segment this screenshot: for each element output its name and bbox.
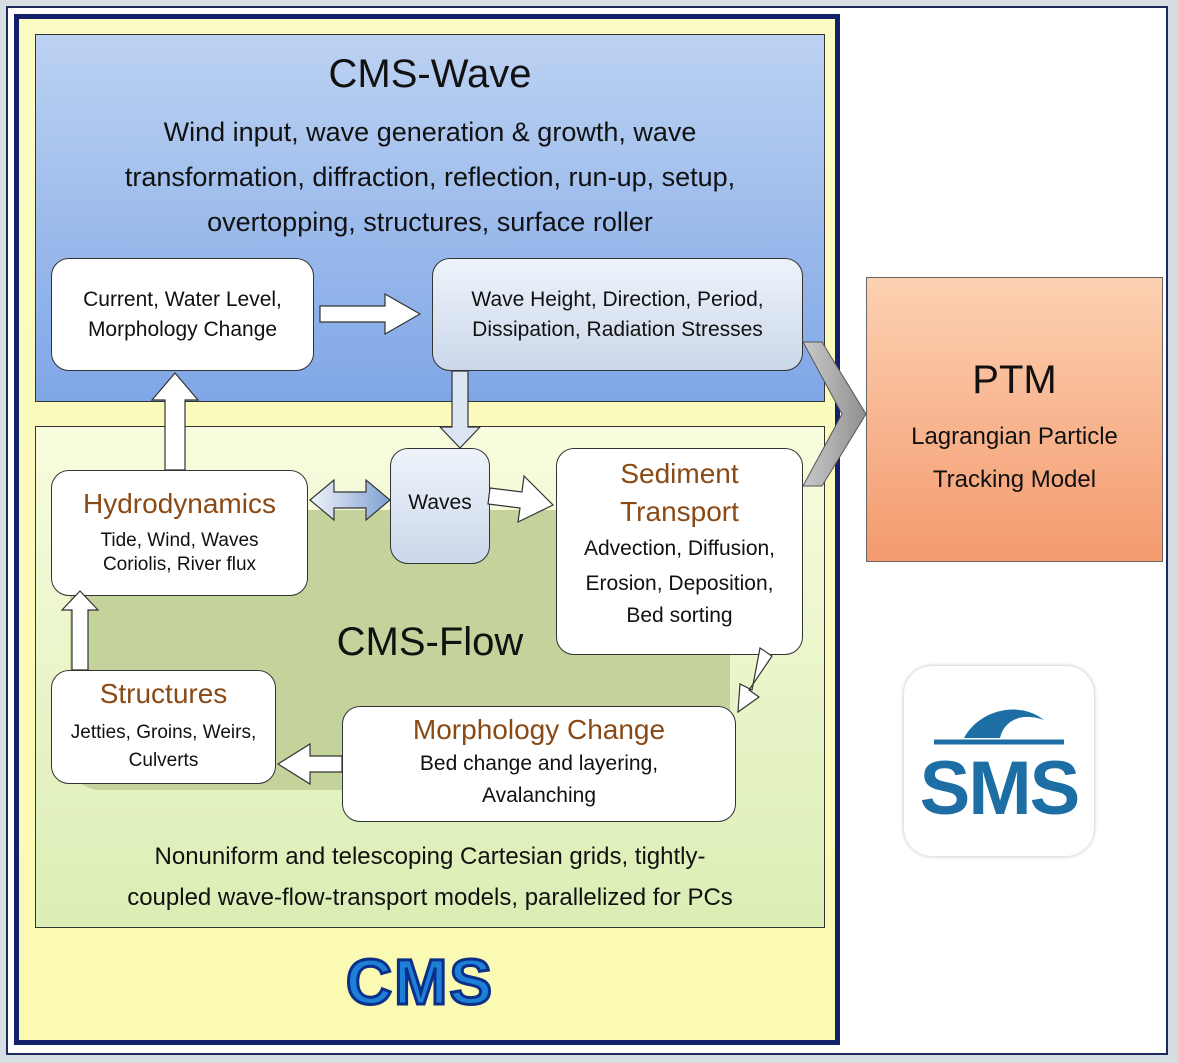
sediment-title-line1: Sediment [620,458,739,489]
arrow-waves-to-sediment [487,474,555,524]
structures-line2: Culverts [128,750,199,771]
waves-title: Waves [408,491,472,514]
structures-box: Structures Jetties, Groins, Weirs, Culve… [51,670,276,784]
morphology-change-box: Morphology Change Bed change and layerin… [342,706,736,822]
sms-logo [904,666,1094,856]
hydrodynamics-title: Hydrodynamics [83,488,276,519]
sms-logo-text: SMS [919,746,1081,831]
sediment-title-line2: Transport [620,496,739,527]
cms-flow-footer-line2: coupled wave-flow-transport models, para… [127,884,733,911]
sediment-transport-box: Sediment Transport Advection, Diffusion,… [556,448,803,655]
morphology-line2: Avalanching [481,784,597,807]
sediment-line2: Erosion, Deposition, [585,572,774,595]
ptm-title: PTM [972,358,1057,402]
wave-output-line1: Wave Height, Direction, Period, [471,288,764,311]
cms-wave-desc-line3: overtopping, structures, surface roller [207,207,653,237]
arrow-input-to-output [319,292,422,336]
cms-label: CMS [344,945,495,1020]
hydrodynamics-box: Hydrodynamics Tide, Wind, Waves Coriolis… [51,470,308,596]
wave-output-line2: Dissipation, Radiation Stresses [472,318,763,341]
sediment-line1: Advection, Diffusion, [583,537,776,560]
cms-wave-desc-line1: Wind input, wave generation & growth, wa… [163,117,697,147]
arrow-structures-to-hydro [60,590,100,671]
arrow-hydro-to-input [150,372,200,471]
morphology-title: Morphology Change [412,714,666,745]
wave-input-line1: Current, Water Level, [83,288,282,311]
wave-input-line2: Morphology Change [87,318,278,341]
structures-line1: Jetties, Groins, Weirs, [70,722,257,743]
hydrodynamics-line1: Tide, Wind, Waves [100,530,259,551]
cms-wave-title: CMS-Wave [328,52,532,96]
cms-flow-title: CMS-Flow [336,620,524,664]
waves-box: Waves [390,448,490,564]
wave-output-box: Wave Height, Direction, Period, Dissipat… [432,258,803,371]
cms-flow-footer-line1: Nonuniform and telescoping Cartesian gri… [154,843,706,870]
ptm-line2: Tracking Model [932,466,1097,493]
wave-input-box: Current, Water Level, Morphology Change [51,258,314,371]
arrow-hydro-waves [309,478,391,522]
morphology-line1: Bed change and layering, [419,752,659,775]
arrow-output-to-waves [438,370,482,449]
arrow-morphology-to-structures [276,742,343,786]
sediment-line3: Bed sorting [626,604,733,627]
cms-wave-desc-line2: transformation, diffraction, reflection,… [124,162,736,192]
ptm-line1: Lagrangian Particle [911,423,1118,450]
ptm-box [866,277,1163,562]
arrow-cms-to-ptm [802,341,867,487]
hydrodynamics-line2: Coriolis, River flux [102,554,257,575]
arrow-sediment-to-morphology [737,646,773,714]
sms-wave-icon [934,709,1064,745]
structures-title: Structures [99,678,228,709]
